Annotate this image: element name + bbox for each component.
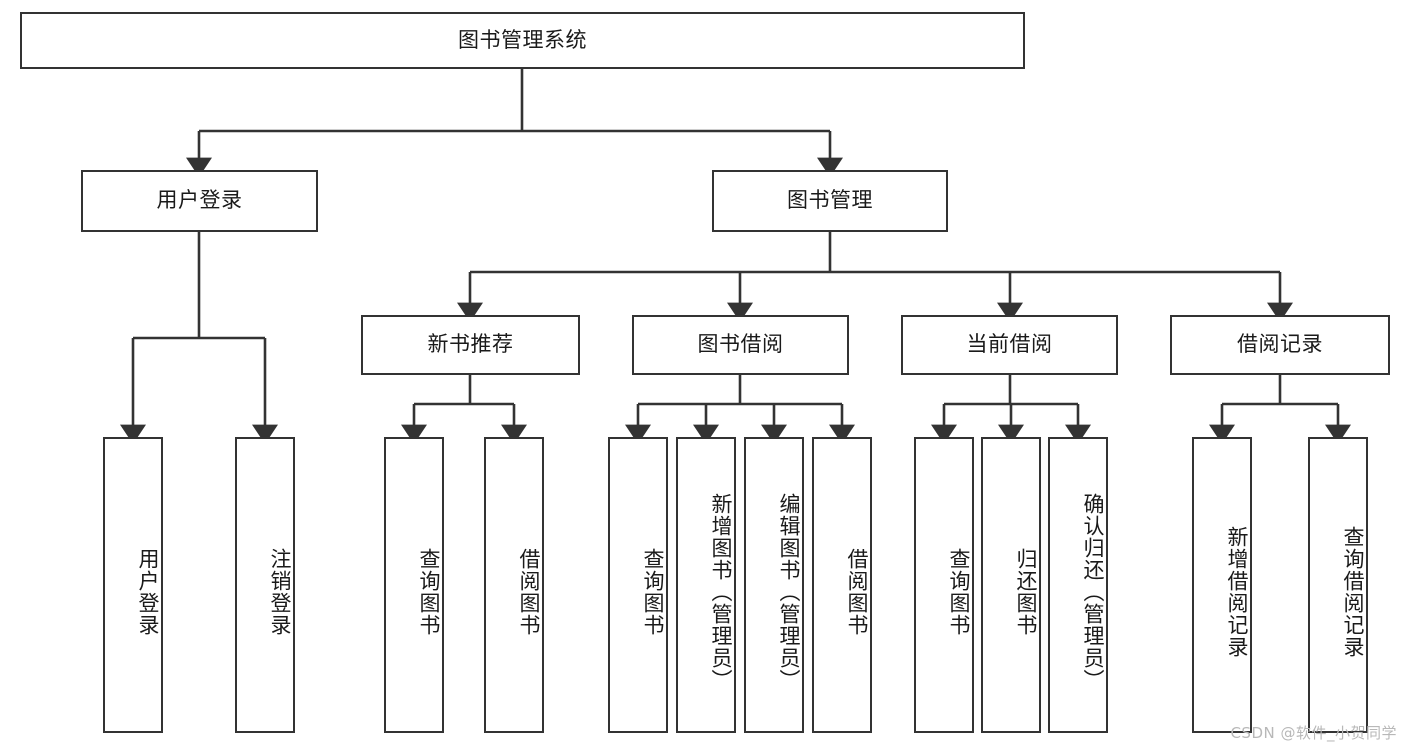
node-label: 新增借阅记录 <box>1225 526 1249 658</box>
node-label: 当前借阅 <box>966 332 1053 357</box>
node-book-management[interactable]: 图书管理 <box>712 170 948 232</box>
node-user-login[interactable]: 用户登录 <box>81 170 318 232</box>
leaf-borrow-book-recommend[interactable]: 借阅图书 <box>484 437 544 733</box>
leaf-logout-login[interactable]: 注销登录 <box>235 437 295 733</box>
node-label: 新增图书（管理员） <box>709 493 733 691</box>
leaf-edit-book-admin[interactable]: 编辑图书（管理员） <box>744 437 804 733</box>
node-label: 确认归还（管理员） <box>1081 493 1105 691</box>
node-label: 查询图书 <box>947 548 971 636</box>
leaf-query-book-recommend[interactable]: 查询图书 <box>384 437 444 733</box>
node-label: 查询图书 <box>417 548 441 636</box>
node-label: 归还图书 <box>1014 548 1038 636</box>
node-current-borrow[interactable]: 当前借阅 <box>901 315 1118 375</box>
node-label: 借阅记录 <box>1237 332 1323 357</box>
node-label: 注销登录 <box>268 548 292 636</box>
leaf-add-borrow-record[interactable]: 新增借阅记录 <box>1192 437 1252 733</box>
node-label: 图书管理 <box>787 188 873 213</box>
node-label: 编辑图书（管理员） <box>777 493 801 691</box>
node-label: 图书借阅 <box>697 332 784 357</box>
node-label: 图书管理系统 <box>458 27 587 52</box>
csdn-watermark: CSDN @软件_小贺同学 <box>1230 724 1397 742</box>
node-label: 借阅图书 <box>517 548 541 636</box>
leaf-borrow-book-borrow[interactable]: 借阅图书 <box>812 437 872 733</box>
node-label: 用户登录 <box>136 548 160 636</box>
node-root-book-management-system[interactable]: 图书管理系统 <box>20 12 1025 69</box>
leaf-confirm-return-admin[interactable]: 确认归还（管理员） <box>1048 437 1108 733</box>
node-label: 用户登录 <box>156 188 243 213</box>
leaf-add-book-admin[interactable]: 新增图书（管理员） <box>676 437 736 733</box>
node-label: 借阅图书 <box>845 548 869 636</box>
leaf-return-book[interactable]: 归还图书 <box>981 437 1041 733</box>
leaf-query-book-borrow[interactable]: 查询图书 <box>608 437 668 733</box>
node-label: 新书推荐 <box>427 332 514 357</box>
node-borrow-record[interactable]: 借阅记录 <box>1170 315 1390 375</box>
leaf-query-borrow-record[interactable]: 查询借阅记录 <box>1308 437 1368 733</box>
node-book-borrow[interactable]: 图书借阅 <box>632 315 849 375</box>
leaf-user-login[interactable]: 用户登录 <box>103 437 163 733</box>
node-new-book-recommend[interactable]: 新书推荐 <box>361 315 580 375</box>
leaf-query-book-current[interactable]: 查询图书 <box>914 437 974 733</box>
node-label: 查询图书 <box>641 548 665 636</box>
node-label: 查询借阅记录 <box>1341 526 1365 658</box>
